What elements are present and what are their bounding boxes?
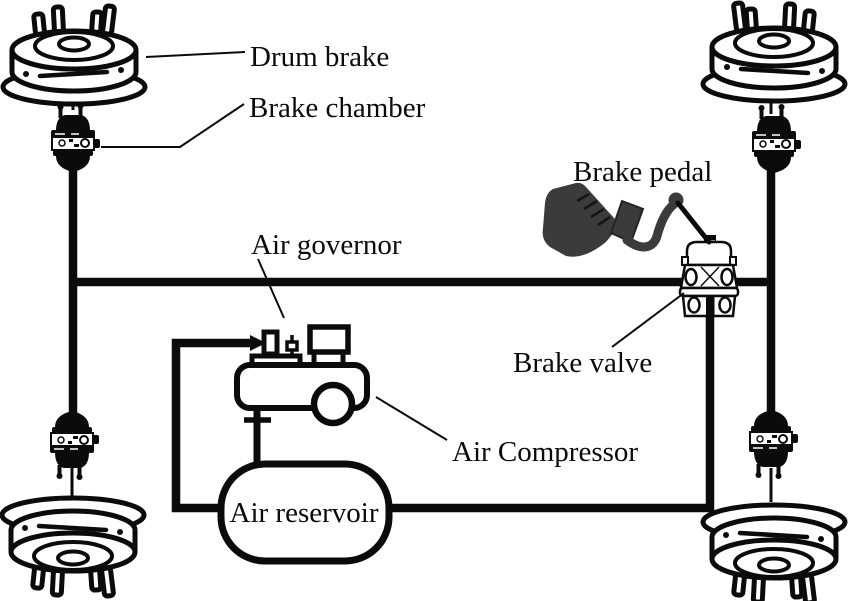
valve-port [718,296,732,314]
drum-brake-bottom-right [703,505,845,601]
valve-port [684,267,698,287]
leader-air-governor [257,258,285,319]
air-compressor-label: Air Compressor [452,436,638,468]
filter-box [307,324,351,355]
governor-collar [285,340,299,352]
valve-port [687,296,701,314]
brake-pedal [542,182,712,257]
drum-brake-label: Drum brake [250,41,389,73]
leader-lines [101,51,685,441]
leader-brake-chamber [101,103,245,148]
brake-chamber-label: Brake chamber [249,92,426,124]
brake-chamber-top-left [50,102,101,173]
brake-chamber-bottom-right [748,409,799,480]
labels: Drum brake Brake chamber Air governor Br… [249,41,712,468]
air-reservoir: Air reservoir [217,460,393,565]
pipe-valve-to-reservoir [388,294,715,513]
drum-brake-top-right [703,3,845,101]
leader-drum-brake [145,51,246,58]
pedal-pushrod [675,200,712,245]
pedal-boot [542,182,617,257]
drum-brake-top-left [3,6,145,104]
brake-valve [678,235,740,318]
air-governor-label: Air governor [251,229,402,261]
leader-brake-valve [611,292,685,348]
drum-brake-bottom-left [2,498,144,596]
inlet-chevron-fitting [250,335,266,351]
air-lines [68,96,776,513]
brake-valve-label: Brake valve [513,347,652,379]
air-reservoir-label: Air reservoir [230,497,379,529]
brake-chamber-top-right [751,103,802,174]
pipe-compressor-loop [171,338,252,513]
air-compressor [234,324,370,468]
pedal-lever [622,200,678,252]
valve-cap [685,240,733,267]
brake-pedal-label: Brake pedal [573,156,712,188]
reservoir-tank [217,460,393,565]
valve-port [720,267,734,287]
boot-laces [576,192,611,227]
leader-air-compressor [375,396,448,441]
brake-chamber-bottom-left [49,410,100,481]
compressor-wheel [310,381,356,427]
